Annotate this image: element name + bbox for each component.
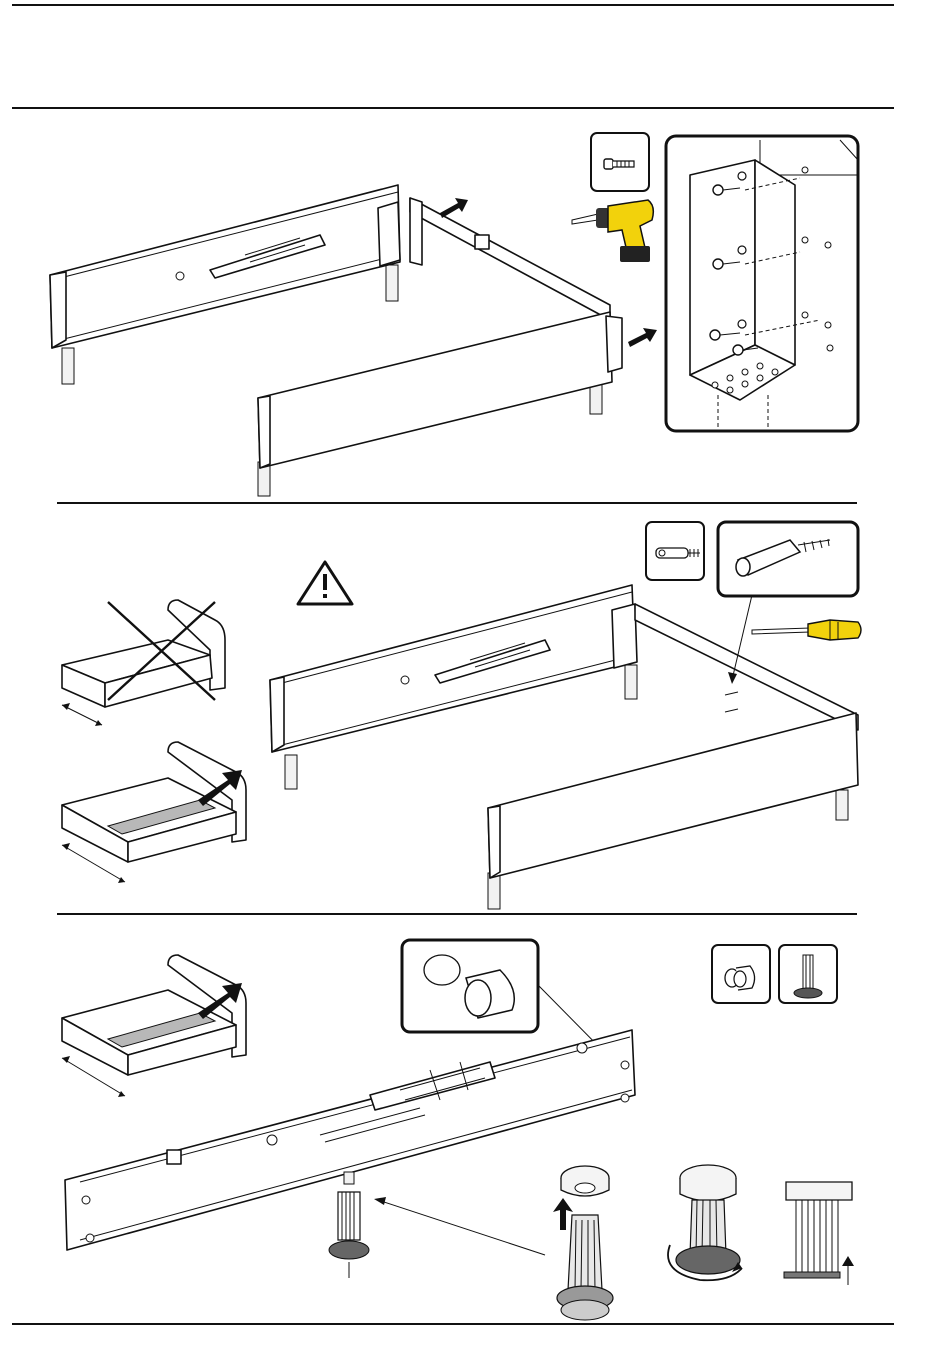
front-bracket xyxy=(606,316,622,372)
front-panel xyxy=(258,312,612,468)
insert-arrow xyxy=(628,328,657,347)
side-rail xyxy=(410,198,610,320)
connector-bolt-icon xyxy=(646,522,704,580)
insert-arrow xyxy=(440,198,468,218)
leg xyxy=(386,265,398,301)
foot-assembly-sequence xyxy=(553,1165,854,1320)
front-panel-end xyxy=(258,396,270,468)
step1-illustration xyxy=(50,185,657,496)
label-square xyxy=(167,1150,181,1164)
sleeve-icon xyxy=(712,945,770,1003)
drill-icon xyxy=(572,200,653,262)
label-square xyxy=(475,235,489,249)
back-panel-end xyxy=(50,272,66,348)
bracket-detail-box xyxy=(666,136,858,431)
corner-bracket xyxy=(378,202,400,266)
warning-icon xyxy=(298,562,352,604)
side-rail-end xyxy=(410,198,422,265)
front-panel xyxy=(488,713,858,878)
support-highlight-diagram xyxy=(62,955,246,1097)
incorrect-orientation-diagram xyxy=(62,600,225,726)
connector-detail-box xyxy=(718,522,858,596)
adjustable-foot xyxy=(329,1192,545,1278)
correct-orientation-diagram xyxy=(62,742,246,883)
screw-icon xyxy=(591,133,649,191)
leg xyxy=(62,348,74,384)
adjustable-foot-icon xyxy=(779,945,837,1003)
lift-arrow xyxy=(842,1256,854,1266)
push-up-arrow xyxy=(553,1198,573,1230)
screwdriver-icon xyxy=(752,620,861,640)
